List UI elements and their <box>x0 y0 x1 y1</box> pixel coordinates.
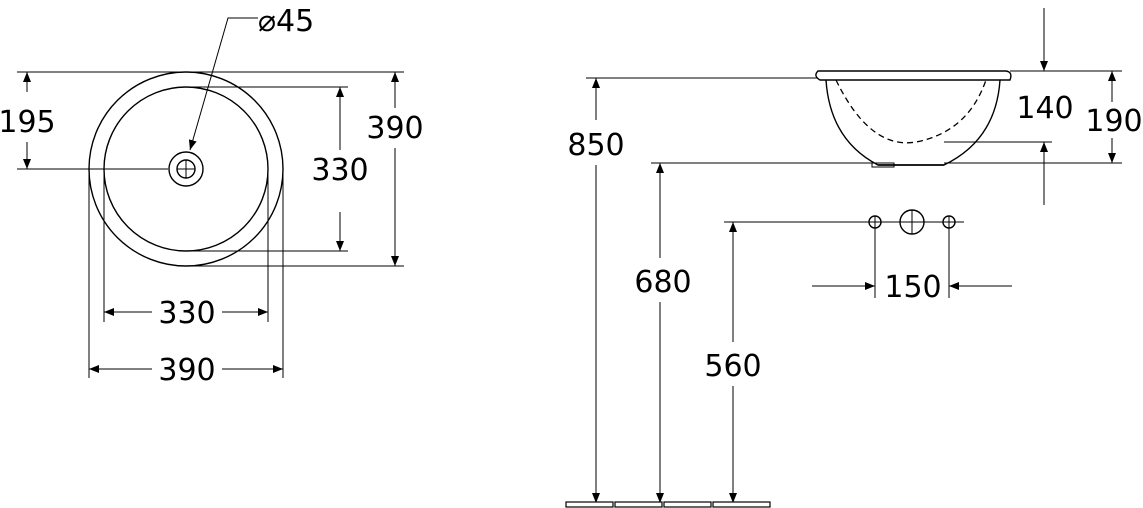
basin-section <box>815 70 1012 168</box>
drain-diameter-label: ⌀45 <box>258 4 314 39</box>
inner-width-label: 330 <box>158 296 215 331</box>
outer-height-label: 390 <box>366 111 423 146</box>
floor-to-rim-label: 850 <box>567 128 624 163</box>
floor-to-bowl-bottom-label: 680 <box>634 265 691 300</box>
offset-to-drain-label: 195 <box>0 105 56 140</box>
drain-leader-line <box>188 17 258 151</box>
tap-hole-spacing-label: 150 <box>884 270 941 305</box>
tap-holes <box>860 209 964 235</box>
drain-symbol <box>168 151 204 187</box>
bowl-depth-label: 140 <box>1016 91 1073 126</box>
outer-width-label: 390 <box>158 353 215 388</box>
inner-height-label: 330 <box>311 153 368 188</box>
overall-height-label: 190 <box>1085 104 1142 139</box>
floor-line <box>565 501 771 508</box>
floor-to-tap-holes-label: 560 <box>704 349 761 384</box>
plan-view: ⌀45 195 330 390 330 390 <box>0 4 424 388</box>
side-view: 850 680 560 140 190 150 <box>565 8 1143 508</box>
